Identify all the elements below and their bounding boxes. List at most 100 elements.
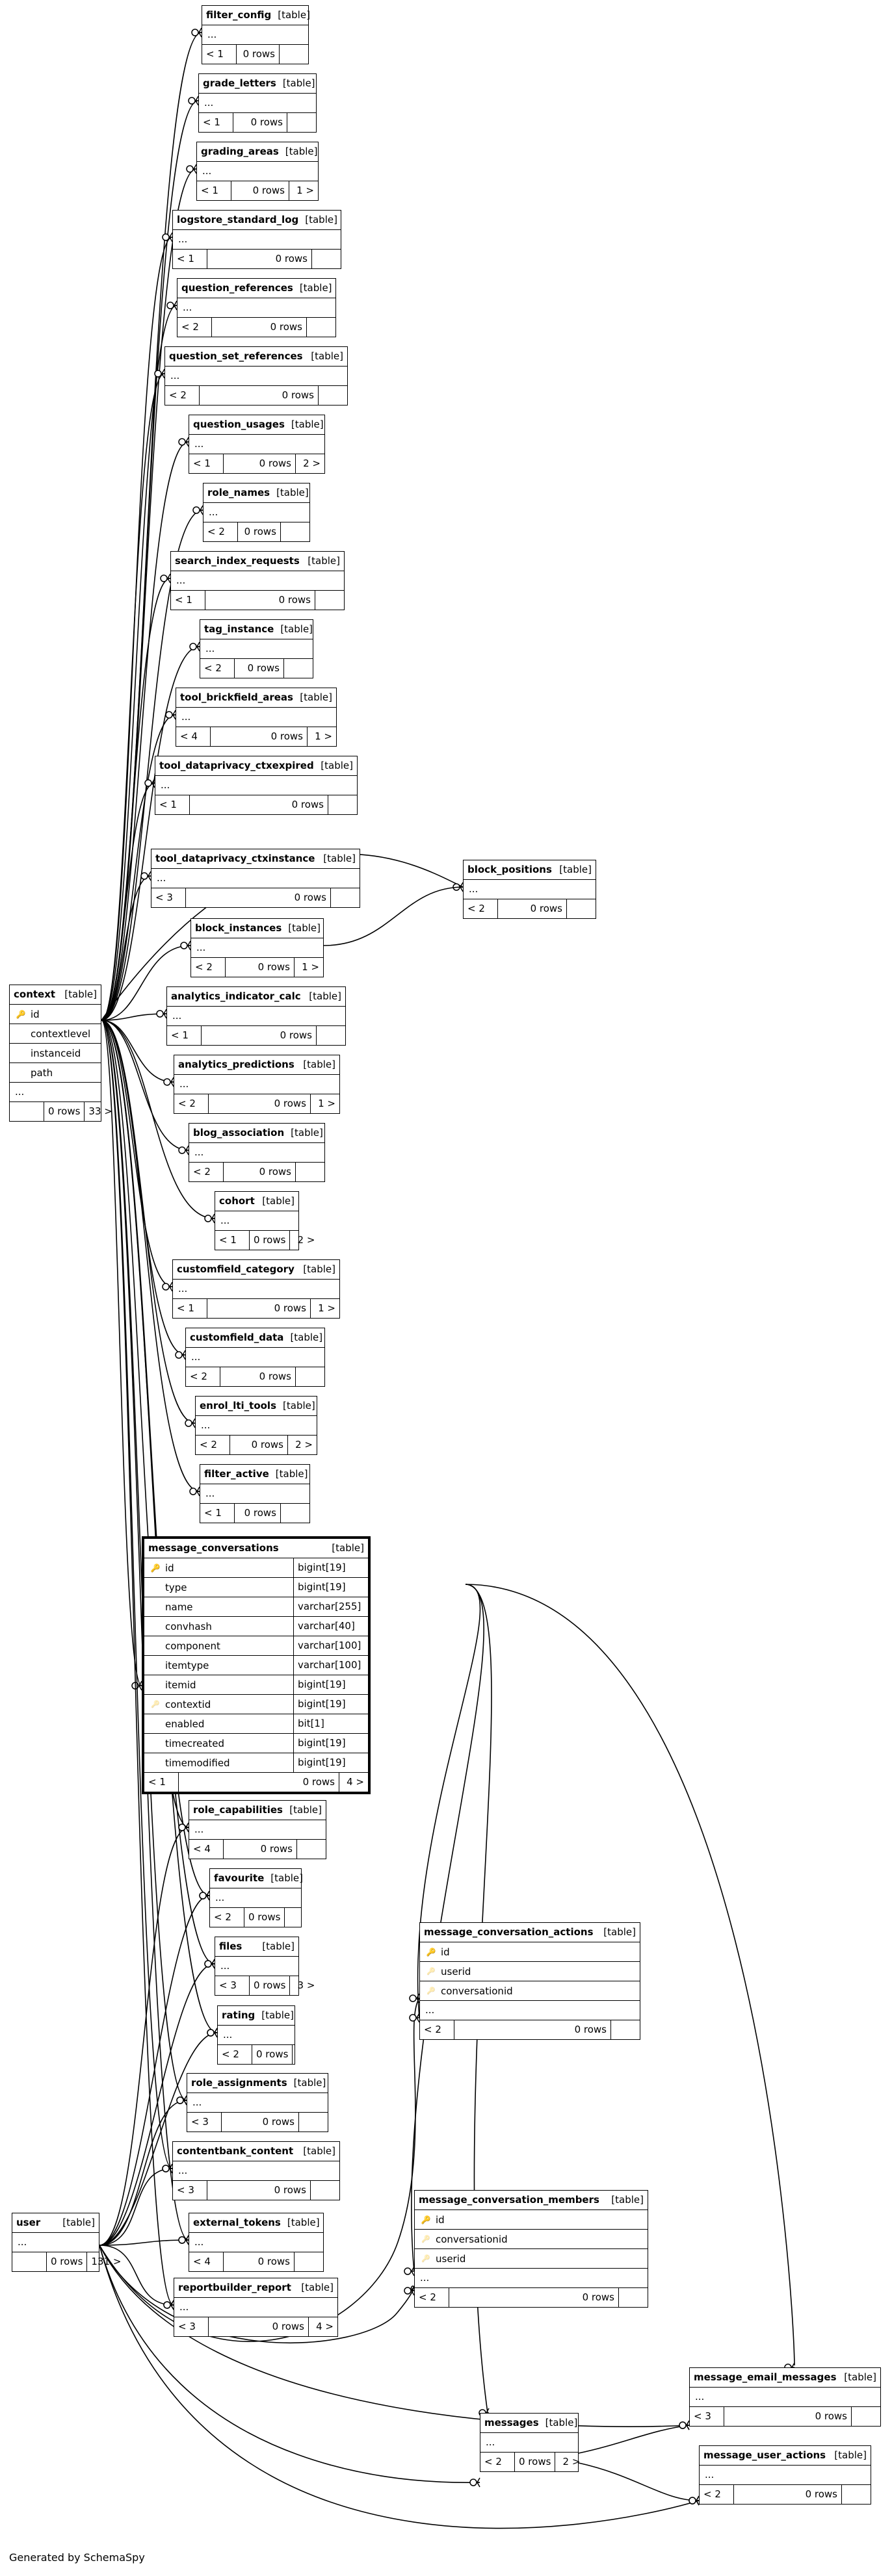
children-count[interactable] <box>311 2181 339 2200</box>
parents-count[interactable]: < 4 <box>189 2252 224 2271</box>
table-name[interactable]: rating <box>222 2009 256 2021</box>
table-name[interactable]: grading_areas <box>201 146 279 157</box>
column-row[interactable]: 🔑id <box>415 2210 648 2230</box>
parents-count[interactable]: < 1 <box>173 250 207 268</box>
table-name[interactable]: analytics_predictions <box>178 1059 295 1070</box>
table-name[interactable]: tool_dataprivacy_ctxinstance <box>155 853 315 864</box>
table-name[interactable]: contentbank_content <box>177 2145 294 2157</box>
table-name[interactable]: message_conversations <box>148 1542 279 1554</box>
more-columns-ellipsis[interactable]: ... <box>690 2388 880 2407</box>
more-columns-ellipsis[interactable]: ... <box>176 708 336 727</box>
table-name[interactable]: grade_letters <box>203 77 276 89</box>
table-name[interactable]: messages <box>484 2417 539 2428</box>
children-count[interactable] <box>842 2485 871 2504</box>
column-row[interactable]: contextlevel <box>10 1024 101 1044</box>
entity-message-conversation-members[interactable]: message_conversation_members[table]🔑id🔑c… <box>414 2190 648 2308</box>
more-columns-ellipsis[interactable]: ... <box>196 1416 317 1436</box>
more-columns-ellipsis[interactable]: ... <box>218 2026 295 2045</box>
more-columns-ellipsis[interactable]: ... <box>480 2433 578 2453</box>
more-columns-ellipsis[interactable]: ... <box>215 1211 298 1231</box>
children-count[interactable] <box>331 888 360 907</box>
parents-count[interactable]: < 2 <box>203 522 238 541</box>
children-count[interactable]: 131 > <box>91 2256 122 2267</box>
more-columns-ellipsis[interactable]: ... <box>151 869 360 888</box>
more-columns-ellipsis[interactable]: ... <box>167 1007 345 1026</box>
table-name[interactable]: reportbuilder_report <box>178 2282 291 2293</box>
more-columns-ellipsis[interactable]: ... <box>171 571 344 591</box>
parents-count[interactable]: < 4 <box>176 727 211 746</box>
children-count[interactable] <box>293 2045 321 2064</box>
children-count[interactable] <box>307 318 335 337</box>
children-count[interactable] <box>284 659 313 678</box>
children-count[interactable] <box>567 899 596 918</box>
parents-count[interactable]: < 1 <box>202 45 237 64</box>
table-name[interactable]: analytics_indicator_calc <box>171 990 301 1002</box>
more-columns-ellipsis[interactable]: ... <box>210 1888 301 1908</box>
more-columns-ellipsis[interactable]: ... <box>165 367 347 386</box>
parents-count[interactable]: < 2 <box>196 1436 230 1454</box>
parents-count[interactable]: < 3 <box>690 2407 724 2426</box>
entity-tool-dataprivacy-ctxinstance[interactable]: tool_dataprivacy_ctxinstance[table]...< … <box>151 849 360 908</box>
table-name[interactable]: message_conversation_members <box>419 2194 599 2206</box>
table-name[interactable]: block_positions <box>467 864 552 875</box>
more-columns-ellipsis[interactable]: ... <box>197 162 318 181</box>
children-count[interactable]: 33 > <box>88 1105 112 1117</box>
table-name[interactable]: customfield_data <box>190 1332 284 1343</box>
column-row[interactable]: 🔑id <box>10 1005 101 1024</box>
parents-count[interactable]: < 2 <box>177 318 212 337</box>
more-columns-ellipsis[interactable]: ... <box>189 2233 323 2252</box>
parents-count[interactable]: < 1 <box>155 795 190 814</box>
more-columns-ellipsis[interactable]: ... <box>420 2001 640 2020</box>
more-columns-ellipsis[interactable]: ... <box>189 1820 326 1840</box>
column-row[interactable]: 🔑conversationid <box>420 1981 640 2001</box>
children-count[interactable] <box>280 45 308 64</box>
parents-count[interactable]: < 2 <box>415 2288 449 2307</box>
children-count[interactable] <box>319 386 347 405</box>
table-name[interactable]: message_email_messages <box>694 2371 837 2383</box>
more-columns-ellipsis[interactable]: ... <box>415 2269 648 2288</box>
more-columns-ellipsis[interactable]: ... <box>187 2093 328 2113</box>
children-count[interactable] <box>312 250 341 268</box>
table-name[interactable]: external_tokens <box>193 2217 281 2228</box>
table-name[interactable]: customfield_category <box>177 1263 295 1275</box>
table-name[interactable]: blog_association <box>193 1127 285 1139</box>
table-name[interactable]: filter_active <box>204 1468 269 1480</box>
table-name[interactable]: message_conversation_actions <box>424 1926 594 1938</box>
column-row[interactable]: 🔑userid <box>415 2249 648 2269</box>
column-row[interactable]: path <box>10 1063 101 1083</box>
table-name[interactable]: question_set_references <box>169 350 303 362</box>
children-count[interactable]: 2 > <box>295 1439 313 1450</box>
parents-count[interactable]: < 1 <box>144 1773 179 1792</box>
column-row[interactable]: 🔑userid <box>420 1962 640 1981</box>
children-count[interactable] <box>852 2407 880 2426</box>
table-name[interactable]: question_usages <box>193 419 285 430</box>
table-name[interactable]: context <box>14 988 56 1000</box>
parents-count[interactable]: < 3 <box>174 2317 209 2336</box>
children-count[interactable] <box>285 1908 313 1927</box>
parents-count[interactable]: < 1 <box>171 591 205 610</box>
parents-count[interactable]: < 2 <box>700 2485 734 2504</box>
more-columns-ellipsis[interactable]: ... <box>700 2466 871 2485</box>
table-name[interactable]: message_user_actions <box>703 2449 826 2461</box>
table-name[interactable]: question_references <box>181 282 293 294</box>
parents-count[interactable]: < 2 <box>480 2453 515 2471</box>
entity-message-conversation-actions[interactable]: message_conversation_actions[table]🔑id🔑u… <box>419 1922 640 2040</box>
table-name[interactable]: role_capabilities <box>193 1804 283 1816</box>
entity-tool-dataprivacy-ctxexpired[interactable]: tool_dataprivacy_ctxexpired[table]...< 1… <box>155 756 358 815</box>
